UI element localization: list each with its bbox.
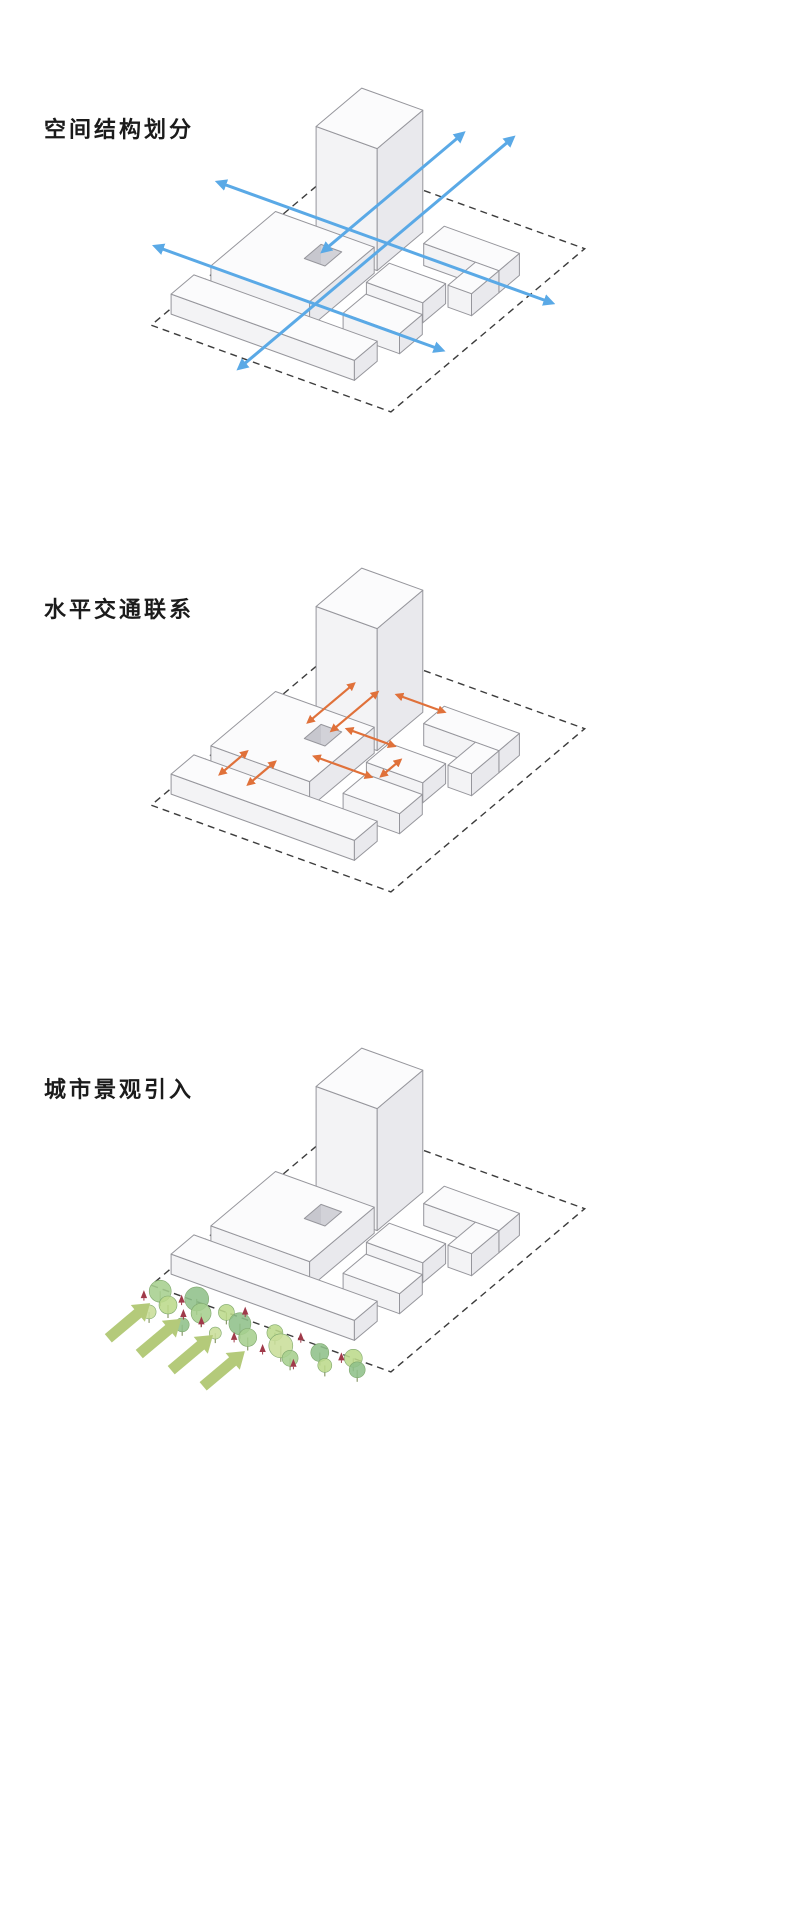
circulation-link-arrows — [218, 682, 447, 787]
panel-title-urban-landscape: 城市景观引入 — [44, 1077, 195, 1102]
mid-building-b — [342, 1253, 423, 1315]
panel-title-spatial-structure: 空间结构划分 — [44, 117, 195, 142]
spatial-structure-diagram — [149, 87, 587, 413]
site-boundary — [149, 641, 587, 893]
landscape-view-arrows — [104, 1303, 245, 1391]
horizontal-circulation-diagram — [149, 567, 587, 893]
l-shaped-building — [423, 705, 520, 797]
tower-building — [315, 1047, 424, 1232]
panel-title-horizontal-circulation: 水平交通联系 — [44, 597, 195, 622]
urban-landscape-diagram — [104, 1047, 587, 1391]
bar-building — [170, 754, 378, 861]
site-boundary — [149, 1121, 587, 1373]
structure-axis-arrows — [152, 131, 556, 371]
landscape-trees — [140, 1279, 366, 1382]
mid-building-b — [342, 773, 423, 835]
bar-building — [170, 1234, 378, 1341]
l-shaped-building — [423, 1185, 520, 1277]
